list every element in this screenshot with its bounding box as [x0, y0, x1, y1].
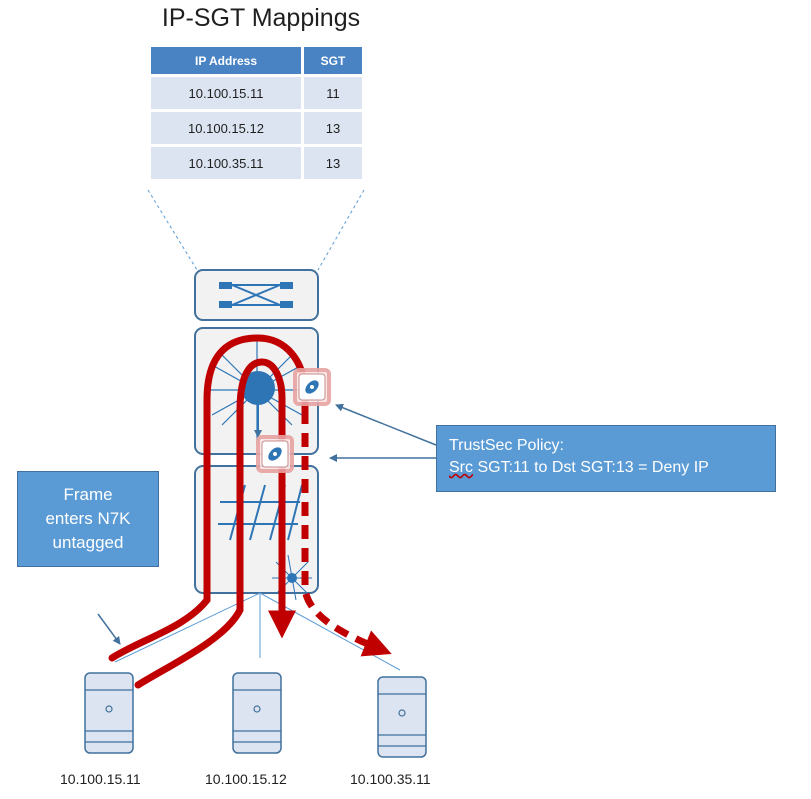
policy-rule: Src SGT:11 to Dst SGT:13 = Deny IP — [449, 457, 775, 479]
policy-rule-text: SGT:11 to Dst SGT:13 = Deny IP — [473, 459, 709, 476]
line-card-icon — [194, 465, 319, 601]
table-row: 10.100.35.11 13 — [151, 147, 362, 179]
column-header-ip: IP Address — [151, 47, 301, 74]
cell-ip: 10.100.35.11 — [151, 147, 301, 179]
flow-path-ingress-inner — [134, 358, 296, 689]
host-ip-label: 10.100.15.12 — [205, 771, 287, 787]
server-icon — [84, 672, 134, 754]
policy-pointer-arrow — [335, 403, 437, 446]
zoom-guide-line — [317, 189, 365, 271]
frame-enters-callout: Frame enters N7K untagged — [17, 471, 159, 567]
cell-ip: 10.100.15.11 — [151, 77, 301, 109]
sgt-tag-icon — [256, 435, 294, 473]
flow-path-ingress-outer — [108, 334, 309, 662]
host-ip-label: 10.100.15.11 — [60, 771, 141, 787]
server-icon — [232, 672, 282, 754]
server-icon — [377, 676, 427, 758]
sgt-tag-icon — [293, 368, 331, 406]
cell-sgt: 13 — [304, 147, 362, 179]
flow-path-egress-denied — [301, 410, 392, 657]
cell-sgt: 11 — [304, 77, 362, 109]
policy-title: TrustSec Policy: — [449, 437, 564, 454]
ip-sgt-table: IP Address SGT 10.100.15.11 11 10.100.15… — [148, 44, 365, 182]
table-header-row: IP Address SGT — [151, 47, 362, 74]
frame-pointer-arrow — [97, 613, 121, 645]
policy-rule-src: Src — [449, 459, 473, 476]
frame-callout-line: Frame — [63, 485, 113, 504]
trustsec-policy-callout: TrustSec Policy: Src SGT:11 to Dst SGT:1… — [436, 425, 776, 492]
table-row: 10.100.15.11 11 — [151, 77, 362, 109]
column-header-sgt: SGT — [304, 47, 362, 74]
host-link — [114, 592, 261, 663]
table-row: 10.100.15.12 13 — [151, 112, 362, 144]
diagram-title: IP-SGT Mappings — [161, 4, 361, 32]
frame-callout-line: enters N7K — [45, 509, 131, 528]
zoom-guide-line — [147, 189, 198, 271]
host-ip-label: 10.100.35.11 — [350, 771, 431, 787]
cell-ip: 10.100.15.12 — [151, 112, 301, 144]
frame-callout-line: untagged — [52, 533, 124, 552]
crossbar-switch-icon — [194, 269, 319, 321]
cell-sgt: 13 — [304, 112, 362, 144]
